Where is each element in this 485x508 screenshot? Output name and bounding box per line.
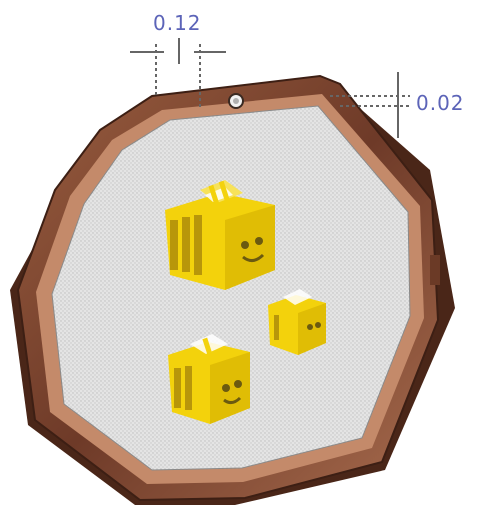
dimension-right xyxy=(330,72,410,138)
dimension-top-label: 0.12 xyxy=(153,11,202,35)
small-bee-icon xyxy=(268,289,326,355)
hanging-hole-icon xyxy=(228,93,244,109)
panel-insert xyxy=(51,105,411,471)
dimension-right-label: 0.02 xyxy=(416,91,465,115)
dimension-top xyxy=(130,38,226,110)
frame-side-tab xyxy=(430,255,440,285)
medium-bee-icon xyxy=(168,334,250,424)
large-bee-icon xyxy=(165,180,275,290)
